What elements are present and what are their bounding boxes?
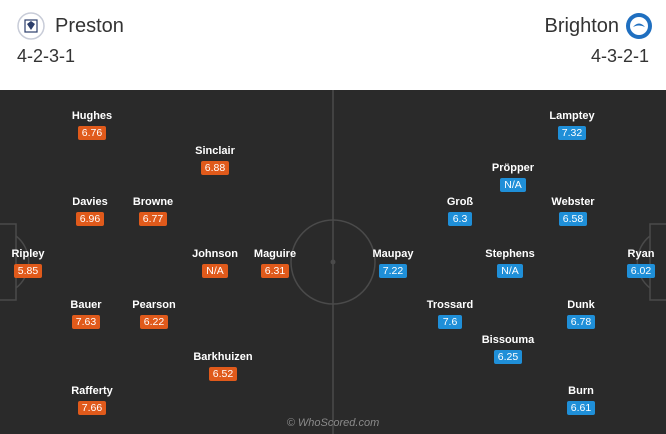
player-name: Pröpper [491, 162, 535, 174]
player-rating: 6.77 [138, 212, 168, 226]
player-rating: 6.31 [260, 264, 290, 278]
home-player-pearson[interactable]: Pearson 6.22 [114, 299, 194, 330]
player-rating: 6.58 [558, 212, 588, 226]
player-name: Groß [446, 196, 474, 208]
player-name: Bissouma [481, 334, 535, 346]
player-name: Ripley [11, 248, 45, 260]
home-player-barkhuizen[interactable]: Barkhuizen 6.52 [183, 351, 263, 382]
player-name: Hughes [71, 110, 113, 122]
away-player-lamptey[interactable]: Lamptey 7.32 [532, 110, 612, 141]
player-name: Johnson [192, 248, 238, 260]
player-rating: 5.85 [13, 264, 43, 278]
match-header: Preston 4-2-3-1 Brighton 4-3-2-1 [0, 0, 666, 90]
home-player-ripley[interactable]: Ripley 5.85 [0, 248, 68, 279]
player-rating: 6.3 [448, 212, 472, 226]
player-name: Pearson [132, 299, 176, 311]
pitch: Hughes 6.76 Sinclair 6.88 Davies 6.96 Br… [0, 90, 666, 434]
home-player-sinclair[interactable]: Sinclair 6.88 [175, 145, 255, 176]
player-name: Rafferty [71, 385, 113, 397]
player-name: Barkhuizen [193, 351, 253, 363]
player-rating: 7.22 [378, 264, 408, 278]
player-name: Trossard [426, 299, 474, 311]
watermark: © WhoScored.com [286, 417, 380, 429]
player-name: Stephens [485, 248, 535, 260]
away-player-webster[interactable]: Webster 6.58 [533, 196, 613, 227]
home-player-maguire[interactable]: Maguire 6.31 [235, 248, 315, 279]
player-rating: 6.25 [493, 350, 523, 364]
player-name: Bauer [70, 299, 102, 311]
home-player-bauer[interactable]: Bauer 7.63 [46, 299, 126, 330]
home-player-johnson[interactable]: Johnson N/A [175, 248, 255, 279]
home-player-rafferty[interactable]: Rafferty 7.66 [52, 385, 132, 416]
away-player-ryan[interactable]: Ryan 6.02 [601, 248, 666, 279]
away-player-bissouma[interactable]: Bissouma 6.25 [468, 334, 548, 365]
away-player-propper[interactable]: Pröpper N/A [473, 162, 553, 193]
home-formation: 4-2-3-1 [17, 46, 76, 66]
player-name: Sinclair [195, 145, 235, 157]
player-name: Lamptey [549, 110, 595, 122]
player-name: Webster [551, 196, 595, 208]
player-rating: 6.78 [566, 315, 596, 329]
away-player-gross[interactable]: Groß 6.3 [420, 196, 500, 227]
home-player-hughes[interactable]: Hughes 6.76 [52, 110, 132, 141]
player-rating: 6.76 [77, 126, 107, 140]
player-rating: 7.63 [71, 315, 101, 329]
player-rating: N/A [500, 178, 526, 192]
away-player-stephens[interactable]: Stephens N/A [470, 248, 550, 279]
preston-crest-icon [17, 12, 45, 40]
home-player-davies[interactable]: Davies 6.96 [50, 196, 130, 227]
player-rating: 6.52 [208, 367, 238, 381]
player-rating: 7.32 [557, 126, 587, 140]
player-name: Browne [132, 196, 174, 208]
away-player-burn[interactable]: Burn 6.61 [541, 385, 621, 416]
player-name: Davies [72, 196, 108, 208]
player-rating: N/A [497, 264, 523, 278]
player-rating: 6.88 [200, 161, 230, 175]
home-player-browne[interactable]: Browne 6.77 [113, 196, 193, 227]
away-formation: 4-3-2-1 [590, 46, 649, 66]
away-player-maupay[interactable]: Maupay 7.22 [353, 248, 433, 279]
player-name: Maupay [372, 248, 414, 260]
player-name: Ryan [627, 248, 655, 260]
player-name: Dunk [567, 299, 595, 311]
away-player-trossard[interactable]: Trossard 7.6 [410, 299, 490, 330]
player-rating: 6.02 [626, 264, 656, 278]
home-team-name: Preston [55, 15, 124, 37]
player-rating: N/A [202, 264, 228, 278]
player-rating: 6.61 [566, 401, 596, 415]
pitch-lines [0, 90, 666, 434]
away-player-dunk[interactable]: Dunk 6.78 [541, 299, 621, 330]
brighton-crest-icon [625, 12, 653, 40]
player-rating: 7.66 [77, 401, 107, 415]
player-rating: 6.22 [139, 315, 169, 329]
player-name: Burn [568, 385, 594, 397]
player-rating: 6.96 [75, 212, 105, 226]
away-team-name: Brighton [544, 15, 620, 37]
player-name: Maguire [253, 248, 297, 260]
player-rating: 7.6 [438, 315, 462, 329]
